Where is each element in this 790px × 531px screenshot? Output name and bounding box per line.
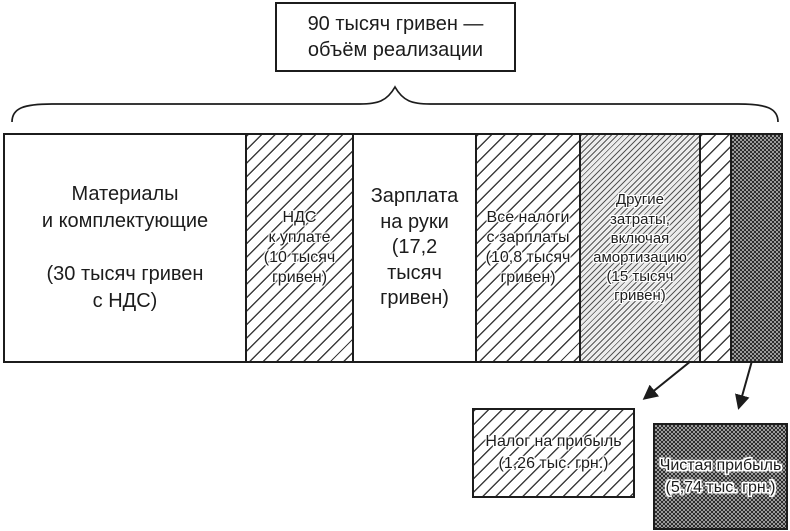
title-box: 90 тысяч гривен — объём реализации [275, 2, 516, 72]
segment-salary-taxes: Все налоги с зарплаты (10,8 тысяч гривен… [475, 135, 579, 361]
segment-net-salary: Зарплата на руки (17,2 тысяч гривен) [352, 135, 475, 361]
diagram-title: 90 тысяч гривен — объём реализации [307, 12, 484, 61]
net-profit-box: Чистая прибыль (5,74 тыс. грн.) [653, 423, 788, 530]
segment-materials: Материалы и комплектующие (30 тысяч грив… [5, 135, 245, 361]
profit-tax-box: Налог на прибыль (1,26 тыс. грн.) [472, 408, 635, 498]
segment-other-costs: Другие затраты, включая амортизацию (15 … [579, 135, 699, 361]
net-profit-box-label: Чистая прибыль (5,74 тыс. грн.) [659, 456, 782, 496]
profit-tax-box-label: Налог на прибыль (1,26 тыс. грн.) [485, 433, 622, 472]
segment-net-salary-label: Зарплата на руки (17,2 тысяч гривен) [370, 185, 459, 310]
segment-net-profit [730, 135, 781, 361]
segment-salary-taxes-label: Все налоги с зарплаты (10,8 тысяч гривен… [485, 209, 571, 286]
segment-materials-label: Материалы и комплектующие (30 тысяч грив… [41, 183, 209, 313]
revenue-bar: Материалы и комплектующие (30 тысяч грив… [3, 133, 783, 363]
brace-curly [11, 85, 779, 123]
segment-profit-tax [699, 135, 730, 361]
segment-vat-payable-label: НДС к уплате (10 тысяч гривен) [263, 209, 336, 286]
segment-vat-payable: НДС к уплате (10 тысяч гривен) [245, 135, 352, 361]
segment-other-costs-label: Другие затраты, включая амортизацию (15 … [593, 191, 687, 305]
